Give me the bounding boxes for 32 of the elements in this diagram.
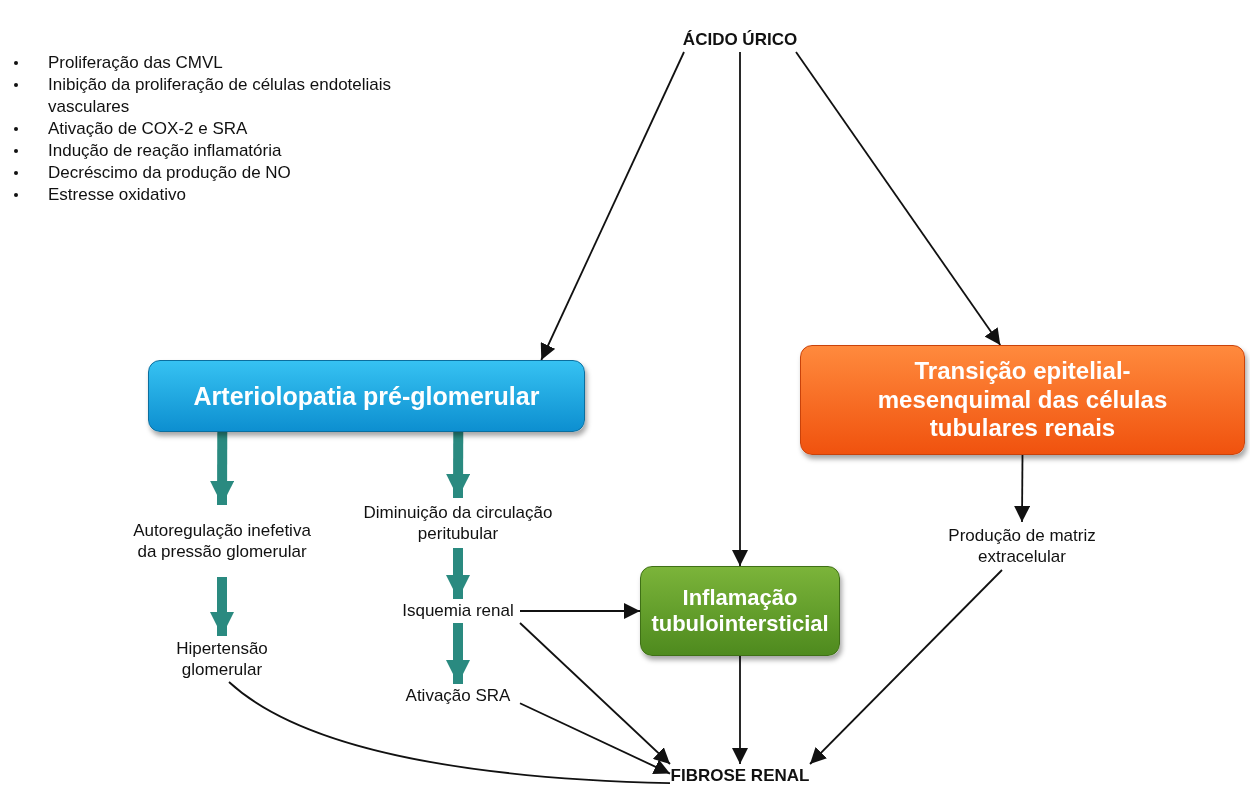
arrow xyxy=(732,51,748,567)
bullet-item: Decréscimo da produção de NO xyxy=(8,162,418,184)
arrow xyxy=(809,569,1003,765)
bullet-item: Estresse oxidativo xyxy=(8,184,418,206)
bullet-item: Indução de reação inflamatória xyxy=(8,140,418,162)
bullet-item: Ativação de COX-2 e SRA xyxy=(8,118,418,140)
arrow xyxy=(519,702,671,775)
text-label: Ativação SRA xyxy=(396,684,520,708)
arrow xyxy=(519,603,641,619)
process-box: Inflamação tubulointersticial xyxy=(640,566,840,656)
process-box: Arteriolopatia pré-glomerular xyxy=(148,360,585,432)
block-arrow xyxy=(446,432,471,498)
arrow xyxy=(795,51,1002,346)
text-label: Diminuição da circulação peritubular xyxy=(358,498,558,548)
text-label: Autoregulação inefetiva da pressão glomerular xyxy=(132,505,312,577)
connector-line xyxy=(228,681,671,785)
bullet-item: Inibição da proliferação de células endoteliais vasculares xyxy=(8,74,418,118)
process-box: Transição epitelial-mesenquimal das células tubulares renais xyxy=(800,345,1245,455)
terminal-text: FIBROSE RENAL xyxy=(670,764,810,788)
text-label: Produção de matriz extracelular xyxy=(922,522,1122,570)
arrow xyxy=(540,51,685,361)
block-arrow xyxy=(210,432,235,505)
arrow xyxy=(1014,454,1031,523)
arrow xyxy=(732,655,748,765)
text-label: Isquemia renal xyxy=(396,599,520,623)
text-label: Hipertensão glomerular xyxy=(152,636,292,682)
arrow xyxy=(519,622,671,765)
bullet-item: Proliferação das CMVL xyxy=(8,52,418,74)
title-text: ÁCIDO ÚRICO xyxy=(670,28,810,52)
block-arrow xyxy=(446,623,470,684)
block-arrow xyxy=(446,548,470,599)
block-arrow xyxy=(210,577,234,636)
